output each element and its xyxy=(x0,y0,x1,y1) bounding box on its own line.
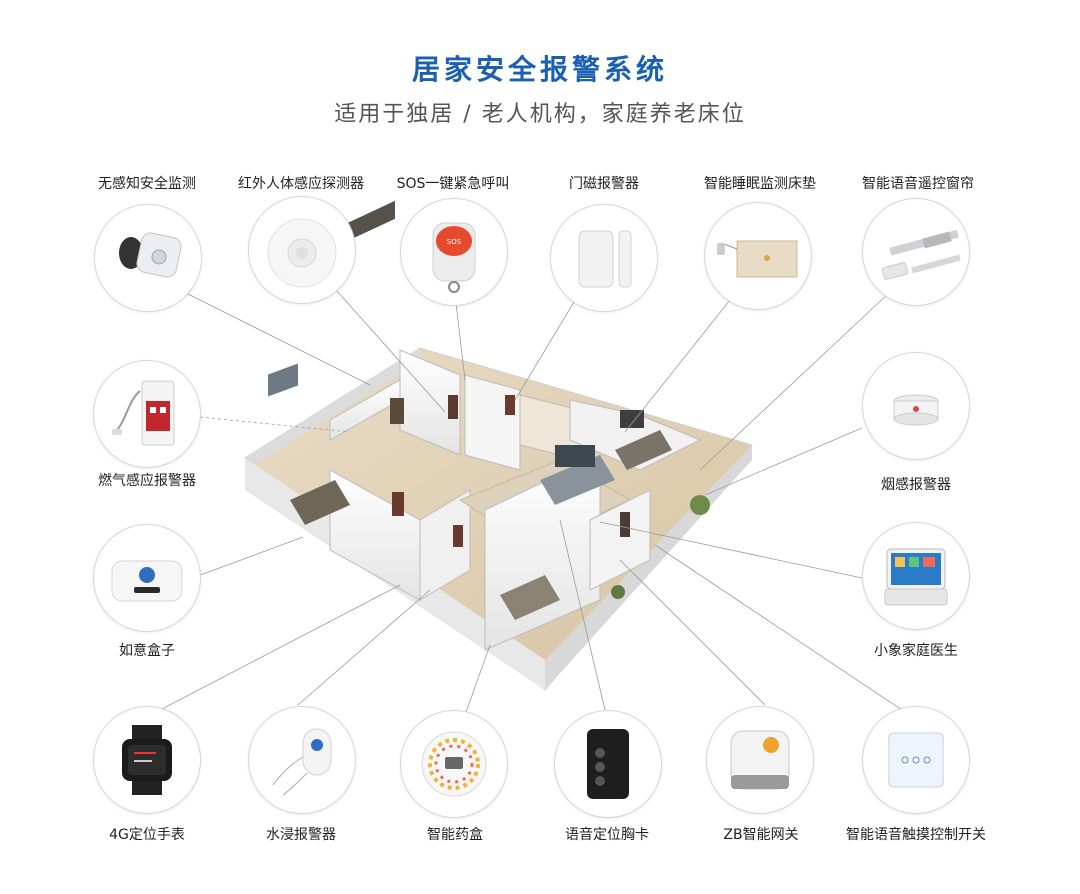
device-label-family-doctor: 小象家庭医生 xyxy=(874,643,958,659)
door-sensor-icon xyxy=(550,204,658,312)
gps-watch-icon xyxy=(93,706,201,814)
device-label-sos-button: SOS一键紧急呼叫 xyxy=(396,176,510,192)
sleep-mattress-icon xyxy=(704,202,812,310)
sos-text: SOS xyxy=(447,238,462,246)
device-label-zb-gateway: ZB智能网关 xyxy=(723,827,799,843)
family-doctor-icon xyxy=(862,522,970,630)
infrared-detector-icon xyxy=(248,196,356,304)
device-label-gas-alarm: 燃气感应报警器 xyxy=(98,473,196,489)
water-leak-alarm-icon xyxy=(248,706,356,814)
device-label-infrared-detector: 红外人体感应探测器 xyxy=(238,176,364,192)
gas-alarm-icon xyxy=(93,360,201,468)
no-sense-monitor-icon xyxy=(94,204,202,312)
page-subtitle: 适用于独居 / 老人机构，家庭养老床位 xyxy=(334,102,746,127)
sos-button-icon: SOS xyxy=(400,198,508,306)
zb-gateway-icon xyxy=(706,706,814,814)
touch-switch-icon xyxy=(862,706,970,814)
device-label-door-sensor: 门磁报警器 xyxy=(569,176,639,192)
device-label-water-leak-alarm: 水浸报警器 xyxy=(266,827,336,843)
device-label-ruyi-box: 如意盒子 xyxy=(119,643,175,659)
curtain-control-icon xyxy=(862,198,970,306)
pill-box-icon xyxy=(400,710,508,818)
device-label-sleep-mattress: 智能睡眠监测床垫 xyxy=(704,176,816,192)
device-label-voice-badge: 语音定位胸卡 xyxy=(565,827,649,843)
voice-badge-icon xyxy=(554,710,662,818)
page-title: 居家安全报警系统 xyxy=(411,53,668,86)
device-label-curtain-control: 智能语音遥控窗帘 xyxy=(862,176,974,192)
device-label-pill-box: 智能药盒 xyxy=(427,827,483,843)
ruyi-box-icon xyxy=(93,524,201,632)
device-label-gps-watch: 4G定位手表 xyxy=(109,827,185,843)
device-label-touch-switch: 智能语音触摸控制开关 xyxy=(846,827,986,843)
device-label-smoke-alarm: 烟感报警器 xyxy=(881,477,951,493)
device-label-no-sense-monitor: 无感知安全监测 xyxy=(98,176,196,192)
smoke-alarm-icon xyxy=(862,352,970,460)
